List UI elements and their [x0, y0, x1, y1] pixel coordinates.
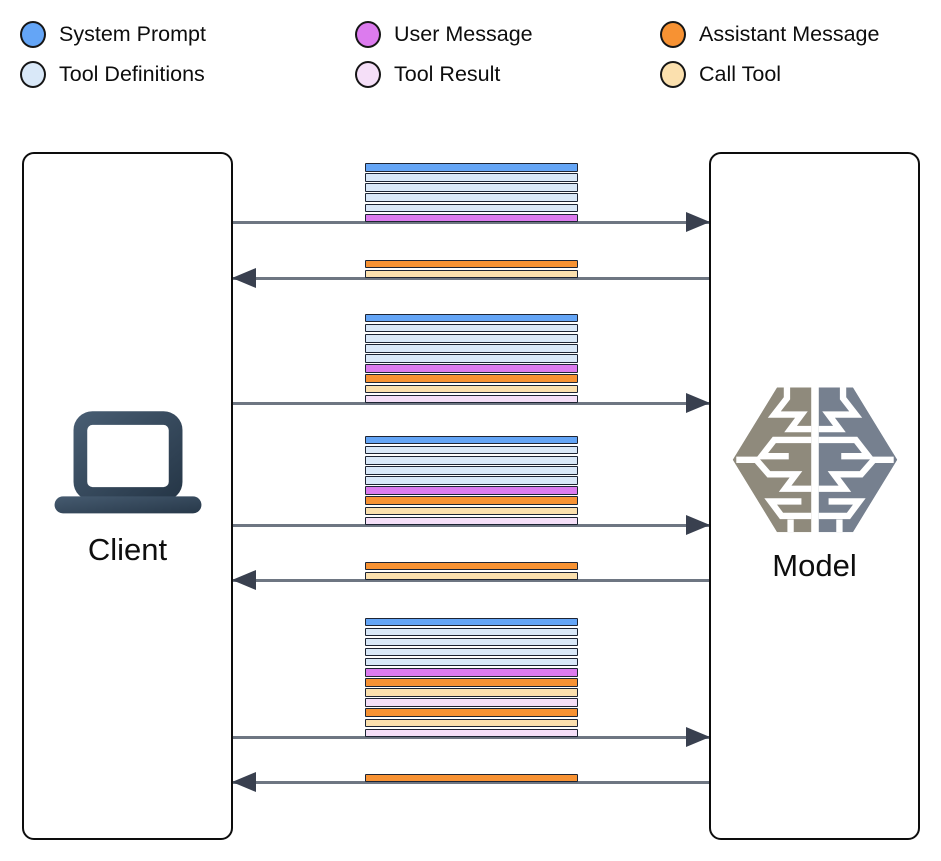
legend-label: Tool Result [394, 62, 501, 86]
arrowhead-left-icon [232, 772, 256, 792]
tool-definitions-bar [365, 456, 578, 465]
message-stack [365, 259, 578, 278]
call-tool-bar [365, 688, 578, 697]
legend-item-user-message: User Message [355, 21, 533, 48]
arrowhead-right-icon [686, 727, 710, 747]
system-prompt-bar [365, 617, 578, 627]
tool-definitions-bar [365, 354, 578, 363]
assistant-message-swatch [660, 21, 686, 48]
call-tool-bar [365, 506, 578, 515]
user-message-bar [365, 668, 578, 677]
arrow-line-right [232, 401, 710, 405]
legend-label: System Prompt [59, 22, 206, 46]
client-label: Client [87, 532, 168, 567]
call-tool-bar [365, 384, 578, 393]
system-prompt-bar [365, 313, 578, 323]
legend-item-assistant-message: Assistant Message [660, 21, 879, 48]
brain-icon [732, 387, 897, 533]
tool-result-swatch [355, 61, 381, 88]
system-prompt-bar [365, 435, 578, 445]
user-message-bar [365, 364, 578, 373]
tool-definitions-bar [365, 183, 578, 192]
tool-definitions-bar [365, 637, 578, 647]
client-node: Client [22, 152, 233, 840]
legend-item-call-tool: Call Tool [660, 61, 879, 88]
assistant-message-bar [365, 561, 578, 570]
tool-definitions-bar [365, 173, 578, 182]
legend-label: Tool Definitions [59, 62, 205, 86]
tool-definitions-bar [365, 466, 578, 475]
legend-label: User Message [394, 22, 533, 46]
tool-definitions-bar [365, 344, 578, 353]
tool-definitions-bar [365, 476, 578, 485]
system-prompt-bar [365, 163, 578, 172]
arrowhead-left-icon [232, 268, 256, 288]
legend-label: Assistant Message [699, 22, 880, 46]
arrow-line-left [232, 578, 710, 582]
arrowhead-right-icon [686, 515, 710, 535]
message-stack [365, 313, 578, 403]
message-stack [365, 435, 578, 525]
tool-result-bar [365, 728, 578, 737]
call-tool-bar [365, 269, 578, 278]
arrow-line-right [232, 735, 710, 739]
tool-result-bar [365, 698, 578, 707]
message-stack [365, 617, 578, 737]
tool-definitions-bar [365, 647, 578, 657]
model-node: Model [709, 152, 920, 840]
tool-result-bar [365, 516, 578, 525]
system-prompt-swatch [20, 21, 46, 48]
legend-label: Call Tool [699, 62, 782, 86]
tool-definitions-bar [365, 324, 578, 333]
tool-definitions-bar [365, 203, 578, 212]
message-stack [365, 163, 578, 222]
arrowhead-left-icon [232, 570, 256, 590]
tool-definitions-bar [365, 658, 578, 667]
call-tool-swatch [660, 61, 686, 88]
arrowhead-right-icon [686, 212, 710, 232]
assistant-message-bar [365, 773, 578, 782]
assistant-message-bar [365, 708, 578, 717]
legend-item-tool-definitions: Tool Definitions [20, 61, 206, 88]
arrowhead-right-icon [686, 393, 710, 413]
arrow-line-left [232, 276, 710, 280]
model-label: Model [772, 548, 857, 583]
arrow-line-right [232, 220, 710, 224]
tool-definitions-bar [365, 446, 578, 455]
tool-definitions-bar [365, 334, 578, 343]
arrow-line-right [232, 523, 710, 527]
laptop-icon [54, 411, 201, 514]
tool-result-bar [365, 394, 578, 403]
user-message-swatch [355, 21, 381, 48]
message-stack [365, 561, 578, 580]
assistant-message-bar [365, 678, 578, 687]
arrow-line-left [232, 780, 710, 784]
user-message-bar [365, 486, 578, 495]
assistant-message-bar [365, 496, 578, 505]
tool-definitions-bar [365, 627, 578, 637]
tool-definitions-swatch [20, 61, 46, 88]
legend-item-tool-result: Tool Result [355, 61, 533, 88]
tool-definitions-bar [365, 193, 578, 202]
legend-item-system-prompt: System Prompt [20, 21, 206, 48]
assistant-message-bar [365, 259, 578, 268]
call-tool-bar [365, 718, 578, 727]
message-stack [365, 773, 578, 782]
call-tool-bar [365, 571, 578, 580]
user-message-bar [365, 213, 578, 222]
assistant-message-bar [365, 374, 578, 383]
